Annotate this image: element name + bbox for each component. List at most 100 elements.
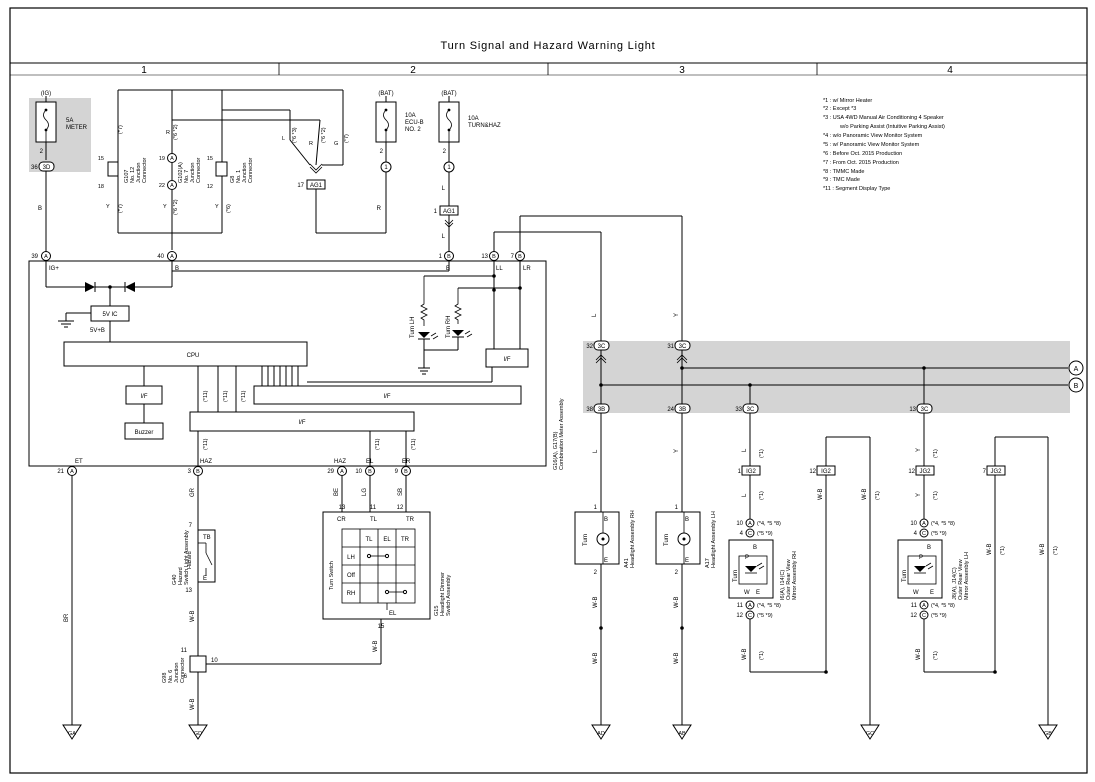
svg-text:W-B: W-B [593,652,599,664]
svg-text:G102(A): G102(A) [178,162,184,183]
svg-text:GD: GD [194,731,202,737]
svg-text:Y: Y [674,449,680,453]
svg-text:I/F: I/F [384,394,391,400]
svg-text:3C: 3C [747,407,755,413]
svg-text:11: 11 [737,603,744,609]
svg-text:G16(A), G17(B): G16(A), G17(B) [553,431,559,470]
svg-text:2: 2 [443,149,447,155]
svg-text:3B: 3B [679,407,686,413]
svg-text:29: 29 [327,469,334,475]
svg-text:METER: METER [66,125,88,131]
svg-text:(*4, *5 *8): (*4, *5 *8) [757,603,781,609]
svg-text:12: 12 [736,613,743,619]
svg-text:10: 10 [910,521,917,527]
svg-text:BR: BR [64,613,70,622]
svg-text:C: C [748,613,752,619]
svg-text:EL: EL [389,611,397,617]
svg-text:A: A [170,156,174,162]
svg-text:(*11): (*11) [203,390,209,402]
svg-text:Switch Light Assembly: Switch Light Assembly [184,530,190,585]
svg-text:3C: 3C [598,344,606,350]
svg-text:2: 2 [675,570,679,576]
svg-text:(*1): (*1) [759,651,765,660]
svg-text:(*1): (*1) [759,449,765,458]
svg-text:2: 2 [40,149,44,155]
svg-text:1: 1 [439,254,443,260]
svg-text:6: 6 [184,674,188,680]
meter-bottom-pins: A21 B3 A29 B10 B9 [57,466,411,476]
svg-text:Headlight Assembly LH: Headlight Assembly LH [711,511,717,568]
svg-text:R: R [309,141,313,147]
svg-text:Y: Y [916,448,922,452]
svg-text:Off: Off [347,573,355,579]
svg-text:W: W [744,590,750,596]
svg-text:IG2: IG2 [821,469,831,475]
svg-text:P: P [919,555,923,561]
svg-text:13: 13 [339,505,346,511]
column-number: 3 [679,65,685,76]
svg-text:TL: TL [370,517,378,523]
svg-text:AB: AB [678,731,686,737]
svg-text:10A: 10A [405,113,416,119]
svg-text:Mirror Assembly RH: Mirror Assembly RH [792,551,798,600]
svg-text:W-B: W-B [674,596,680,608]
svg-text:W-B: W-B [190,698,196,710]
svg-text:Y: Y [215,204,219,210]
svg-text:G: G [334,141,338,147]
svg-text:11: 11 [370,505,377,511]
svg-text:7: 7 [511,254,515,260]
svg-text:A: A [44,254,48,260]
svg-text:(BAT): (BAT) [378,91,393,97]
svg-text:38: 38 [586,407,593,413]
svg-text:Hazard: Hazard [187,551,193,569]
svg-text:1: 1 [447,165,451,171]
svg-text:15: 15 [207,156,213,162]
svg-text:19: 19 [159,156,165,162]
note-line: *6 : Before Oct. 2015 Production [823,151,902,157]
svg-text:No. 6: No. 6 [168,670,174,683]
svg-text:Turn: Turn [583,534,589,546]
svg-text:10: 10 [736,521,743,527]
svg-text:5A: 5A [66,118,73,124]
svg-text:(*5 *9): (*5 *9) [931,531,947,537]
svg-text:A: A [748,521,752,527]
svg-text:Y: Y [674,313,680,317]
svg-text:B: B [196,469,200,475]
svg-text:I/F: I/F [504,357,511,363]
svg-text:Turn: Turn [664,534,670,546]
svg-text:(*1): (*1) [933,651,939,660]
svg-text:L: L [742,448,748,452]
svg-text:C: C [748,531,752,537]
note-line: *9 : TMC Made [823,177,860,183]
svg-text:(*11): (*11) [241,390,247,402]
ground-AD: AD [591,724,611,740]
svg-text:11: 11 [911,603,918,609]
connector-JG2-12: 12 JG2 [908,465,935,476]
svg-text:AG1: AG1 [443,209,456,215]
svg-text:TR: TR [406,517,415,523]
svg-text:I6(A), I14(C): I6(A), I14(C) [780,570,786,600]
svg-text:12: 12 [908,469,915,475]
svg-text:LR: LR [523,266,531,272]
svg-text:Switch Assembly: Switch Assembly [446,574,452,616]
notes-legend: *1 : w/ Mirror Heater *2 : Except *3 *3 … [823,98,945,192]
svg-text:IG2: IG2 [746,469,756,475]
svg-text:No. 7: No. 7 [184,170,190,183]
svg-text:Turn: Turn [733,570,739,582]
svg-text:A: A [170,254,174,260]
svg-text:G8: G8 [230,176,236,183]
svg-text:E: E [604,558,608,564]
svg-text:B: B [447,254,451,260]
svg-text:Turn: Turn [902,570,908,582]
column-number: 1 [141,65,147,76]
svg-text:ER: ER [402,459,411,465]
ground-GD: GD [188,724,208,740]
svg-text:1: 1 [594,505,598,511]
svg-text:P: P [745,555,749,561]
svg-text:Y: Y [106,204,110,210]
svg-text:C: C [922,613,926,619]
svg-text:W-B: W-B [674,652,680,664]
svg-text:12: 12 [910,613,917,619]
svg-text:4: 4 [740,531,744,537]
svg-text:TURN&HAZ: TURN&HAZ [468,123,501,129]
